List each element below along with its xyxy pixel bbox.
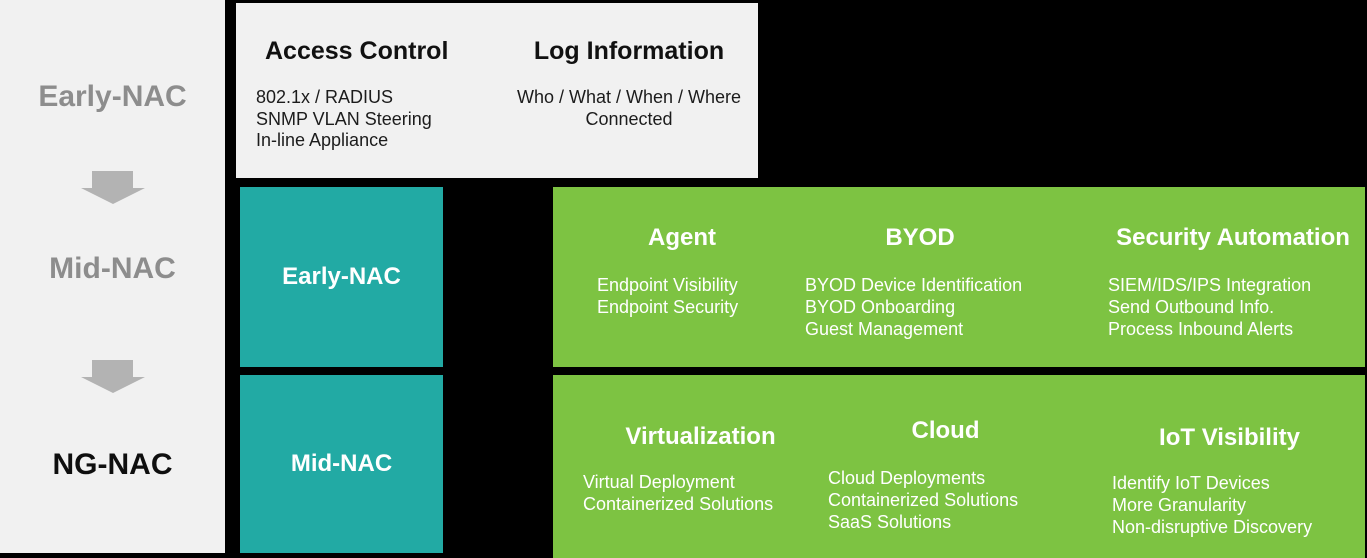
- arrow-down-icon: [80, 360, 145, 393]
- feature-item: Endpoint Visibility: [597, 275, 738, 295]
- capability-item: Connected: [585, 108, 673, 129]
- stage-box-label: Early-NAC: [282, 263, 401, 290]
- timeline-stage-mid-nac: Mid-NAC: [49, 252, 176, 285]
- early-nac-features-panel: Agent Endpoint Visibility Endpoint Secur…: [553, 187, 1365, 367]
- log-information-title: Log Information: [533, 37, 725, 65]
- feature-item: Containerized Solutions: [583, 494, 774, 514]
- feature-item: Process Inbound Alerts: [1108, 319, 1294, 339]
- feature-item: Non-disruptive Discovery: [1112, 517, 1313, 537]
- feature-item: SIEM/IDS/IPS Integration: [1108, 275, 1312, 295]
- capability-item: Who / What / When / Where: [516, 87, 742, 107]
- feature-column-virtualization: Virtualization Virtual Deployment Contai…: [583, 375, 818, 558]
- feature-item: Endpoint Security: [597, 297, 739, 317]
- feature-item: Send Outbound Info.: [1108, 297, 1275, 317]
- early-nac-capabilities-panel: Access Control 802.1x / RADIUS SNMP VLAN…: [236, 3, 758, 178]
- arrow-down-icon: [80, 171, 145, 204]
- access-control-items: 802.1x / RADIUS SNMP VLAN Steering In-li…: [256, 87, 432, 152]
- feature-item: Virtual Deployment: [583, 472, 735, 492]
- feature-column-agent: Agent Endpoint Visibility Endpoint Secur…: [597, 187, 767, 367]
- feature-item: BYOD Onboarding: [805, 297, 956, 317]
- feature-column-byod: BYOD BYOD Device Identification BYOD Onb…: [805, 187, 1035, 367]
- feature-item: Identify IoT Devices: [1112, 473, 1270, 493]
- feature-item: SaaS Solutions: [828, 512, 952, 532]
- feature-item: Cloud Deployments: [828, 468, 986, 488]
- capability-item: In-line Appliance: [256, 130, 389, 150]
- feature-column-title: Agent: [648, 224, 716, 251]
- feature-column-title: Security Automation: [1116, 224, 1350, 251]
- feature-column-title: IoT Visibility: [1159, 424, 1300, 451]
- feature-item: More Granularity: [1112, 495, 1247, 515]
- feature-column-iot-visibility: IoT Visibility Identify IoT Devices More…: [1112, 375, 1347, 558]
- timeline-rail: Early-NAC Mid-NAC NG-NAC: [0, 0, 225, 553]
- feature-column-title: BYOD: [885, 224, 955, 251]
- feature-column-cloud: Cloud Cloud Deployments Containerized So…: [828, 375, 1063, 558]
- stage-box-label: Mid-NAC: [290, 450, 393, 477]
- feature-item: BYOD Device Identification: [805, 275, 1023, 295]
- feature-column-title: Cloud: [911, 417, 980, 444]
- timeline-stage-early-nac: Early-NAC: [38, 80, 187, 113]
- feature-column-security-automation: Security Automation SIEM/IDS/IPS Integra…: [1108, 187, 1358, 367]
- timeline-stage-ng-nac: NG-NAC: [52, 448, 173, 481]
- mid-nac-stage-box: Mid-NAC: [240, 375, 443, 553]
- access-control-title: Access Control: [265, 37, 449, 65]
- capability-item: 802.1x / RADIUS: [256, 87, 394, 107]
- mid-nac-features-panel: Virtualization Virtual Deployment Contai…: [553, 375, 1365, 558]
- feature-item: Containerized Solutions: [828, 490, 1019, 510]
- early-nac-stage-box: Early-NAC: [240, 187, 443, 367]
- feature-column-title: Virtualization: [625, 423, 776, 450]
- feature-item: Guest Management: [805, 319, 964, 339]
- capability-item: SNMP VLAN Steering: [256, 108, 432, 129]
- log-information-items: Who / What / When / Where Connected: [516, 87, 742, 130]
